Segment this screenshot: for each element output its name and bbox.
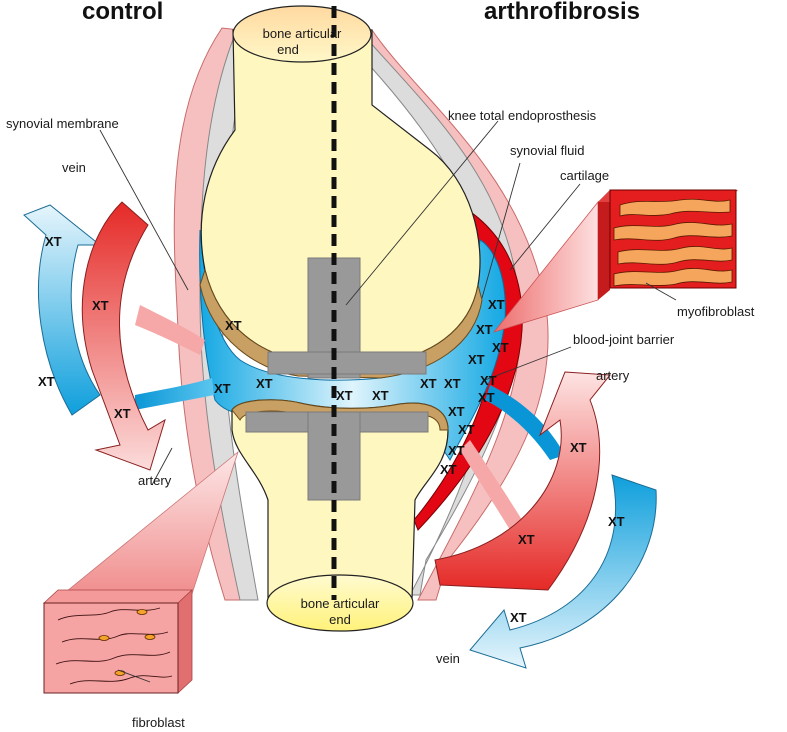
prosthesis-upper-plate bbox=[267, 351, 427, 375]
vein-branch-right bbox=[485, 385, 565, 460]
xt-marker: XT bbox=[478, 390, 495, 405]
bone-top-label-line2: end bbox=[277, 42, 299, 57]
xt-marker: XT bbox=[570, 440, 587, 455]
xt-marker: XT bbox=[38, 374, 55, 389]
xt-marker: XT bbox=[608, 514, 625, 529]
synovial-fluid-label: synovial fluid bbox=[510, 143, 584, 158]
xt-marker: XT bbox=[214, 381, 231, 396]
xt-marker: XT bbox=[518, 532, 535, 547]
fibroblast-inset bbox=[42, 450, 239, 694]
artery-branch-right bbox=[460, 440, 525, 530]
xt-markers: XT XT XT XT XT XT XT XT XT XT XT XT XT X… bbox=[38, 234, 625, 625]
bone-bottom-label-line2: end bbox=[329, 612, 351, 627]
knee-endoprosthesis-label: knee total endoprosthesis bbox=[448, 108, 597, 123]
lower-bone-end-cap bbox=[266, 574, 414, 632]
myofibroblast-cells bbox=[613, 198, 733, 287]
right-vessels bbox=[434, 371, 657, 669]
synovial-membrane-label: synovial membrane bbox=[6, 116, 119, 131]
xt-marker: XT bbox=[510, 610, 527, 625]
left-vessels bbox=[23, 201, 214, 471]
xt-marker: XT bbox=[448, 443, 465, 458]
xt-marker: XT bbox=[492, 340, 509, 355]
xt-marker: XT bbox=[458, 422, 475, 437]
myofibroblast-label: myofibroblast bbox=[677, 304, 755, 319]
bone-top-label-line1: bone articular bbox=[263, 26, 342, 41]
xt-marker: XT bbox=[476, 322, 493, 337]
xt-marker: XT bbox=[372, 388, 389, 403]
fibroblast-box-side bbox=[177, 589, 193, 694]
artery-right-label: artery bbox=[596, 368, 630, 383]
artery-left-label: artery bbox=[138, 473, 172, 488]
fibroblast-label: fibroblast bbox=[132, 715, 185, 730]
arthrofibrosis-heading: arthrofibrosis bbox=[484, 0, 641, 25]
xt-marker: XT bbox=[336, 388, 353, 403]
xt-marker: XT bbox=[488, 297, 505, 312]
fibroblast-box-top bbox=[42, 589, 194, 604]
vein-branch-left bbox=[135, 378, 214, 410]
xt-marker: XT bbox=[420, 376, 437, 391]
myofibroblast-box-side bbox=[598, 190, 610, 300]
blood-joint-barrier-label: blood-joint barrier bbox=[573, 332, 675, 347]
xt-marker: XT bbox=[92, 298, 109, 313]
artery-branch-left bbox=[135, 305, 205, 355]
vein-left-label: vein bbox=[62, 160, 86, 175]
artery-arrow-right bbox=[434, 371, 611, 591]
fibroblast-box-front bbox=[43, 602, 179, 694]
xt-marker: XT bbox=[256, 376, 273, 391]
bone-bottom-label-line1: bone articular bbox=[301, 596, 380, 611]
xt-marker: XT bbox=[114, 406, 131, 421]
xt-marker: XT bbox=[45, 234, 62, 249]
control-heading: control bbox=[82, 0, 164, 25]
vein-arrow-right bbox=[469, 474, 657, 669]
artery-arrow-left bbox=[81, 201, 166, 471]
xt-marker: XT bbox=[440, 462, 457, 477]
xt-marker: XT bbox=[444, 376, 461, 391]
fibroblast-nuclei bbox=[98, 609, 156, 676]
myofibroblast-inset bbox=[492, 189, 738, 333]
xt-marker: XT bbox=[480, 373, 497, 388]
xt-marker: XT bbox=[225, 318, 242, 333]
vein-right-label: vein bbox=[436, 651, 460, 666]
xt-marker: XT bbox=[468, 352, 485, 367]
cartilage-label: cartilage bbox=[560, 168, 609, 183]
leader-lines bbox=[99, 120, 677, 683]
xt-marker: XT bbox=[448, 404, 465, 419]
vein-arrow-left bbox=[23, 204, 102, 416]
